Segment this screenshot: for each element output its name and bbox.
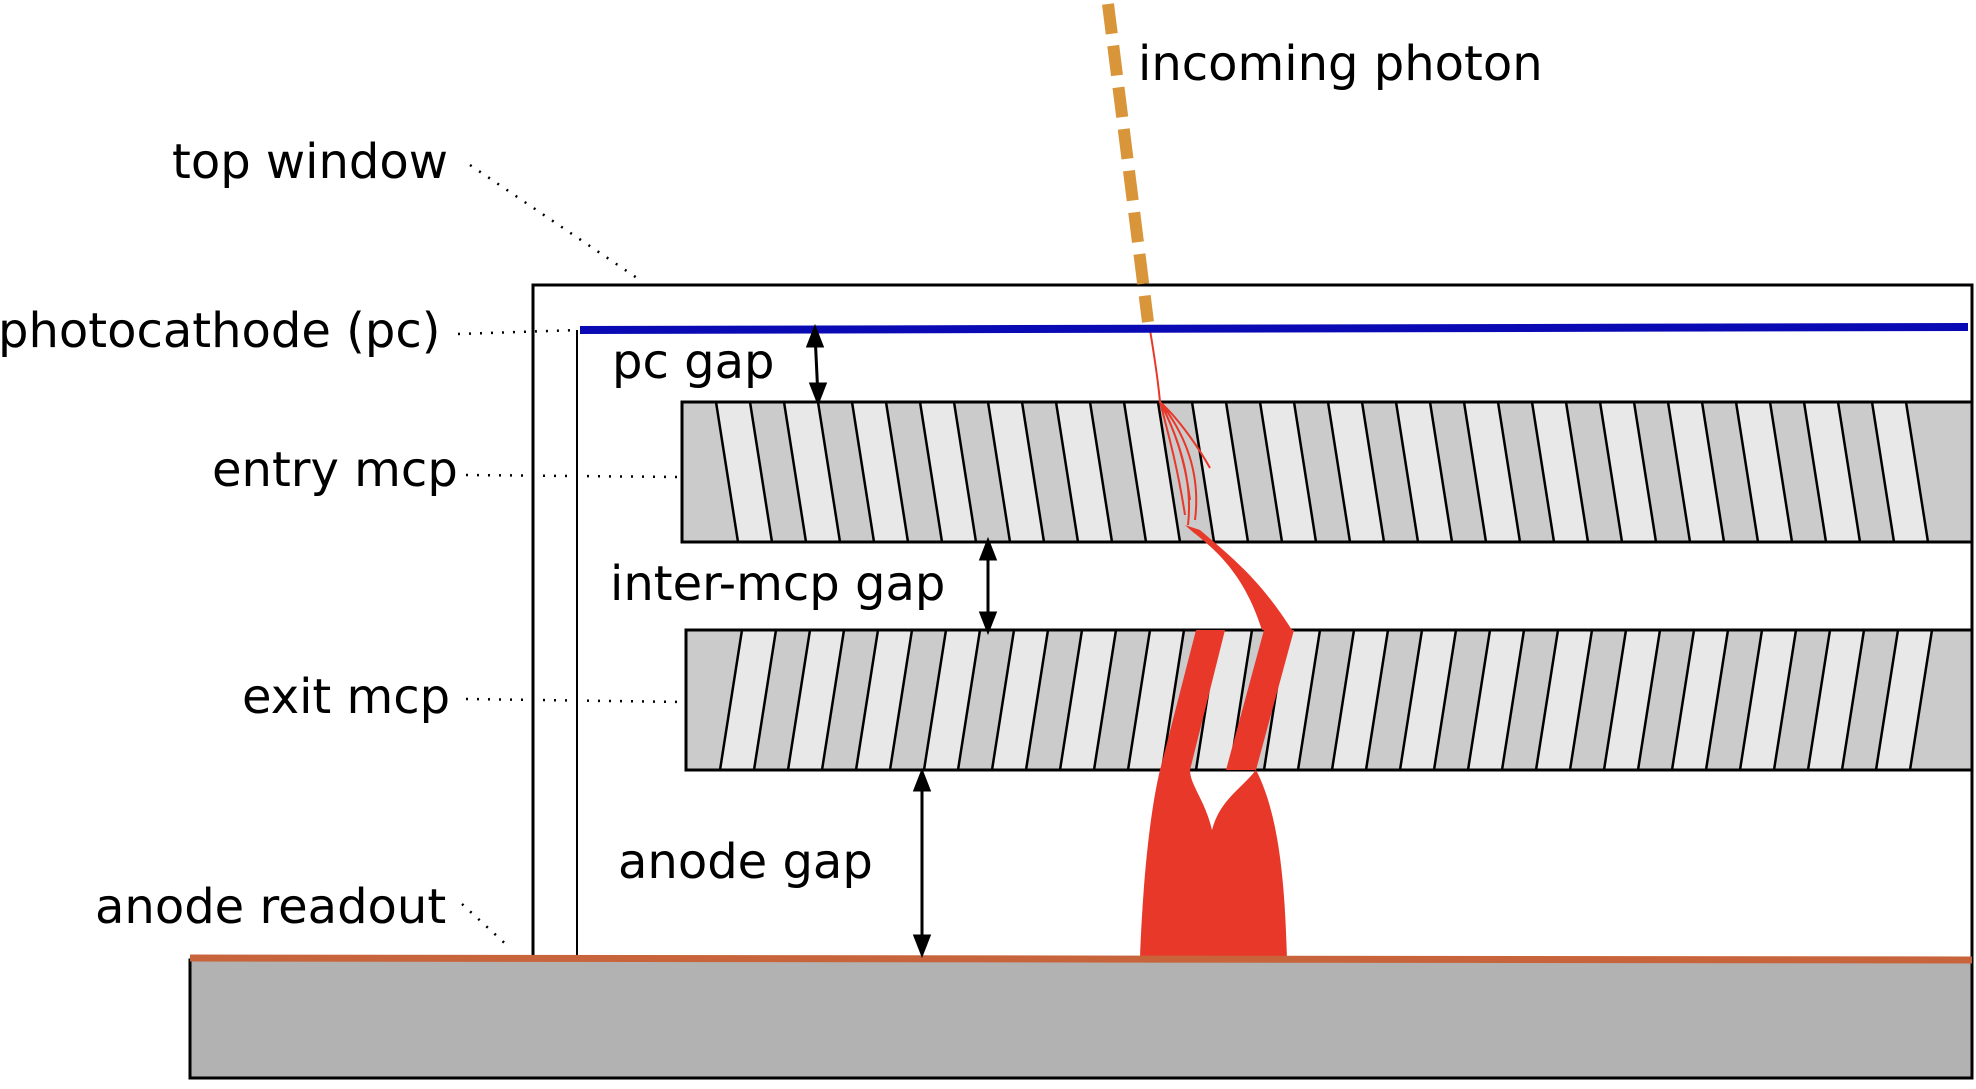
exit-mcp-label: exit mcp xyxy=(242,669,450,725)
exit-mcp xyxy=(684,628,1974,772)
electron-avalanche xyxy=(1140,329,1294,958)
anode-readout-label: anode readout xyxy=(95,879,446,935)
inter-mcp-arrowhead-bottom xyxy=(978,611,998,636)
incoming-photon-label: incoming photon xyxy=(1138,36,1543,92)
anode-readout xyxy=(189,954,1973,964)
pc-gap-label: pc gap xyxy=(612,334,774,390)
anode-readout-leader xyxy=(461,903,511,949)
avalanche-anode-cloud xyxy=(1140,770,1287,958)
avalanche-channel-left xyxy=(1160,630,1225,770)
entry-mcp-frame xyxy=(680,400,1974,544)
pc-gap-arrowhead-bottom xyxy=(808,382,828,407)
anode-gap-arrowhead-top xyxy=(912,767,932,792)
anode-substrate xyxy=(188,958,1974,1080)
exit-mcp-leader xyxy=(465,697,685,704)
entry-mcp-label: entry mcp xyxy=(212,442,458,498)
anode-gap-label: anode gap xyxy=(618,834,873,890)
top-window-leader xyxy=(469,163,641,282)
avalanche-thin-paths xyxy=(1149,329,1211,526)
inter-mcp-gap-label: inter-mcp gap xyxy=(610,556,945,612)
pc-gap-arrowhead-top xyxy=(805,323,825,348)
incoming-photon-ray xyxy=(1102,3,1154,323)
exit-mcp-frame xyxy=(684,628,1974,772)
avalanche-channel-right xyxy=(1226,630,1294,770)
inter-mcp-arrowhead-top xyxy=(978,536,998,561)
gap-arrows xyxy=(805,323,998,959)
top-window-label: top window xyxy=(172,134,448,190)
avalanche-interstage xyxy=(1185,525,1292,630)
leader-lines xyxy=(457,163,685,949)
photocathode-label: photocathode (pc) xyxy=(0,303,440,359)
anode-gap-arrowhead-bottom xyxy=(912,934,932,959)
entry-mcp-leader xyxy=(465,473,681,479)
entry-mcp xyxy=(680,400,1974,544)
photocathode xyxy=(579,323,1969,334)
photocathode-leader xyxy=(457,328,579,336)
